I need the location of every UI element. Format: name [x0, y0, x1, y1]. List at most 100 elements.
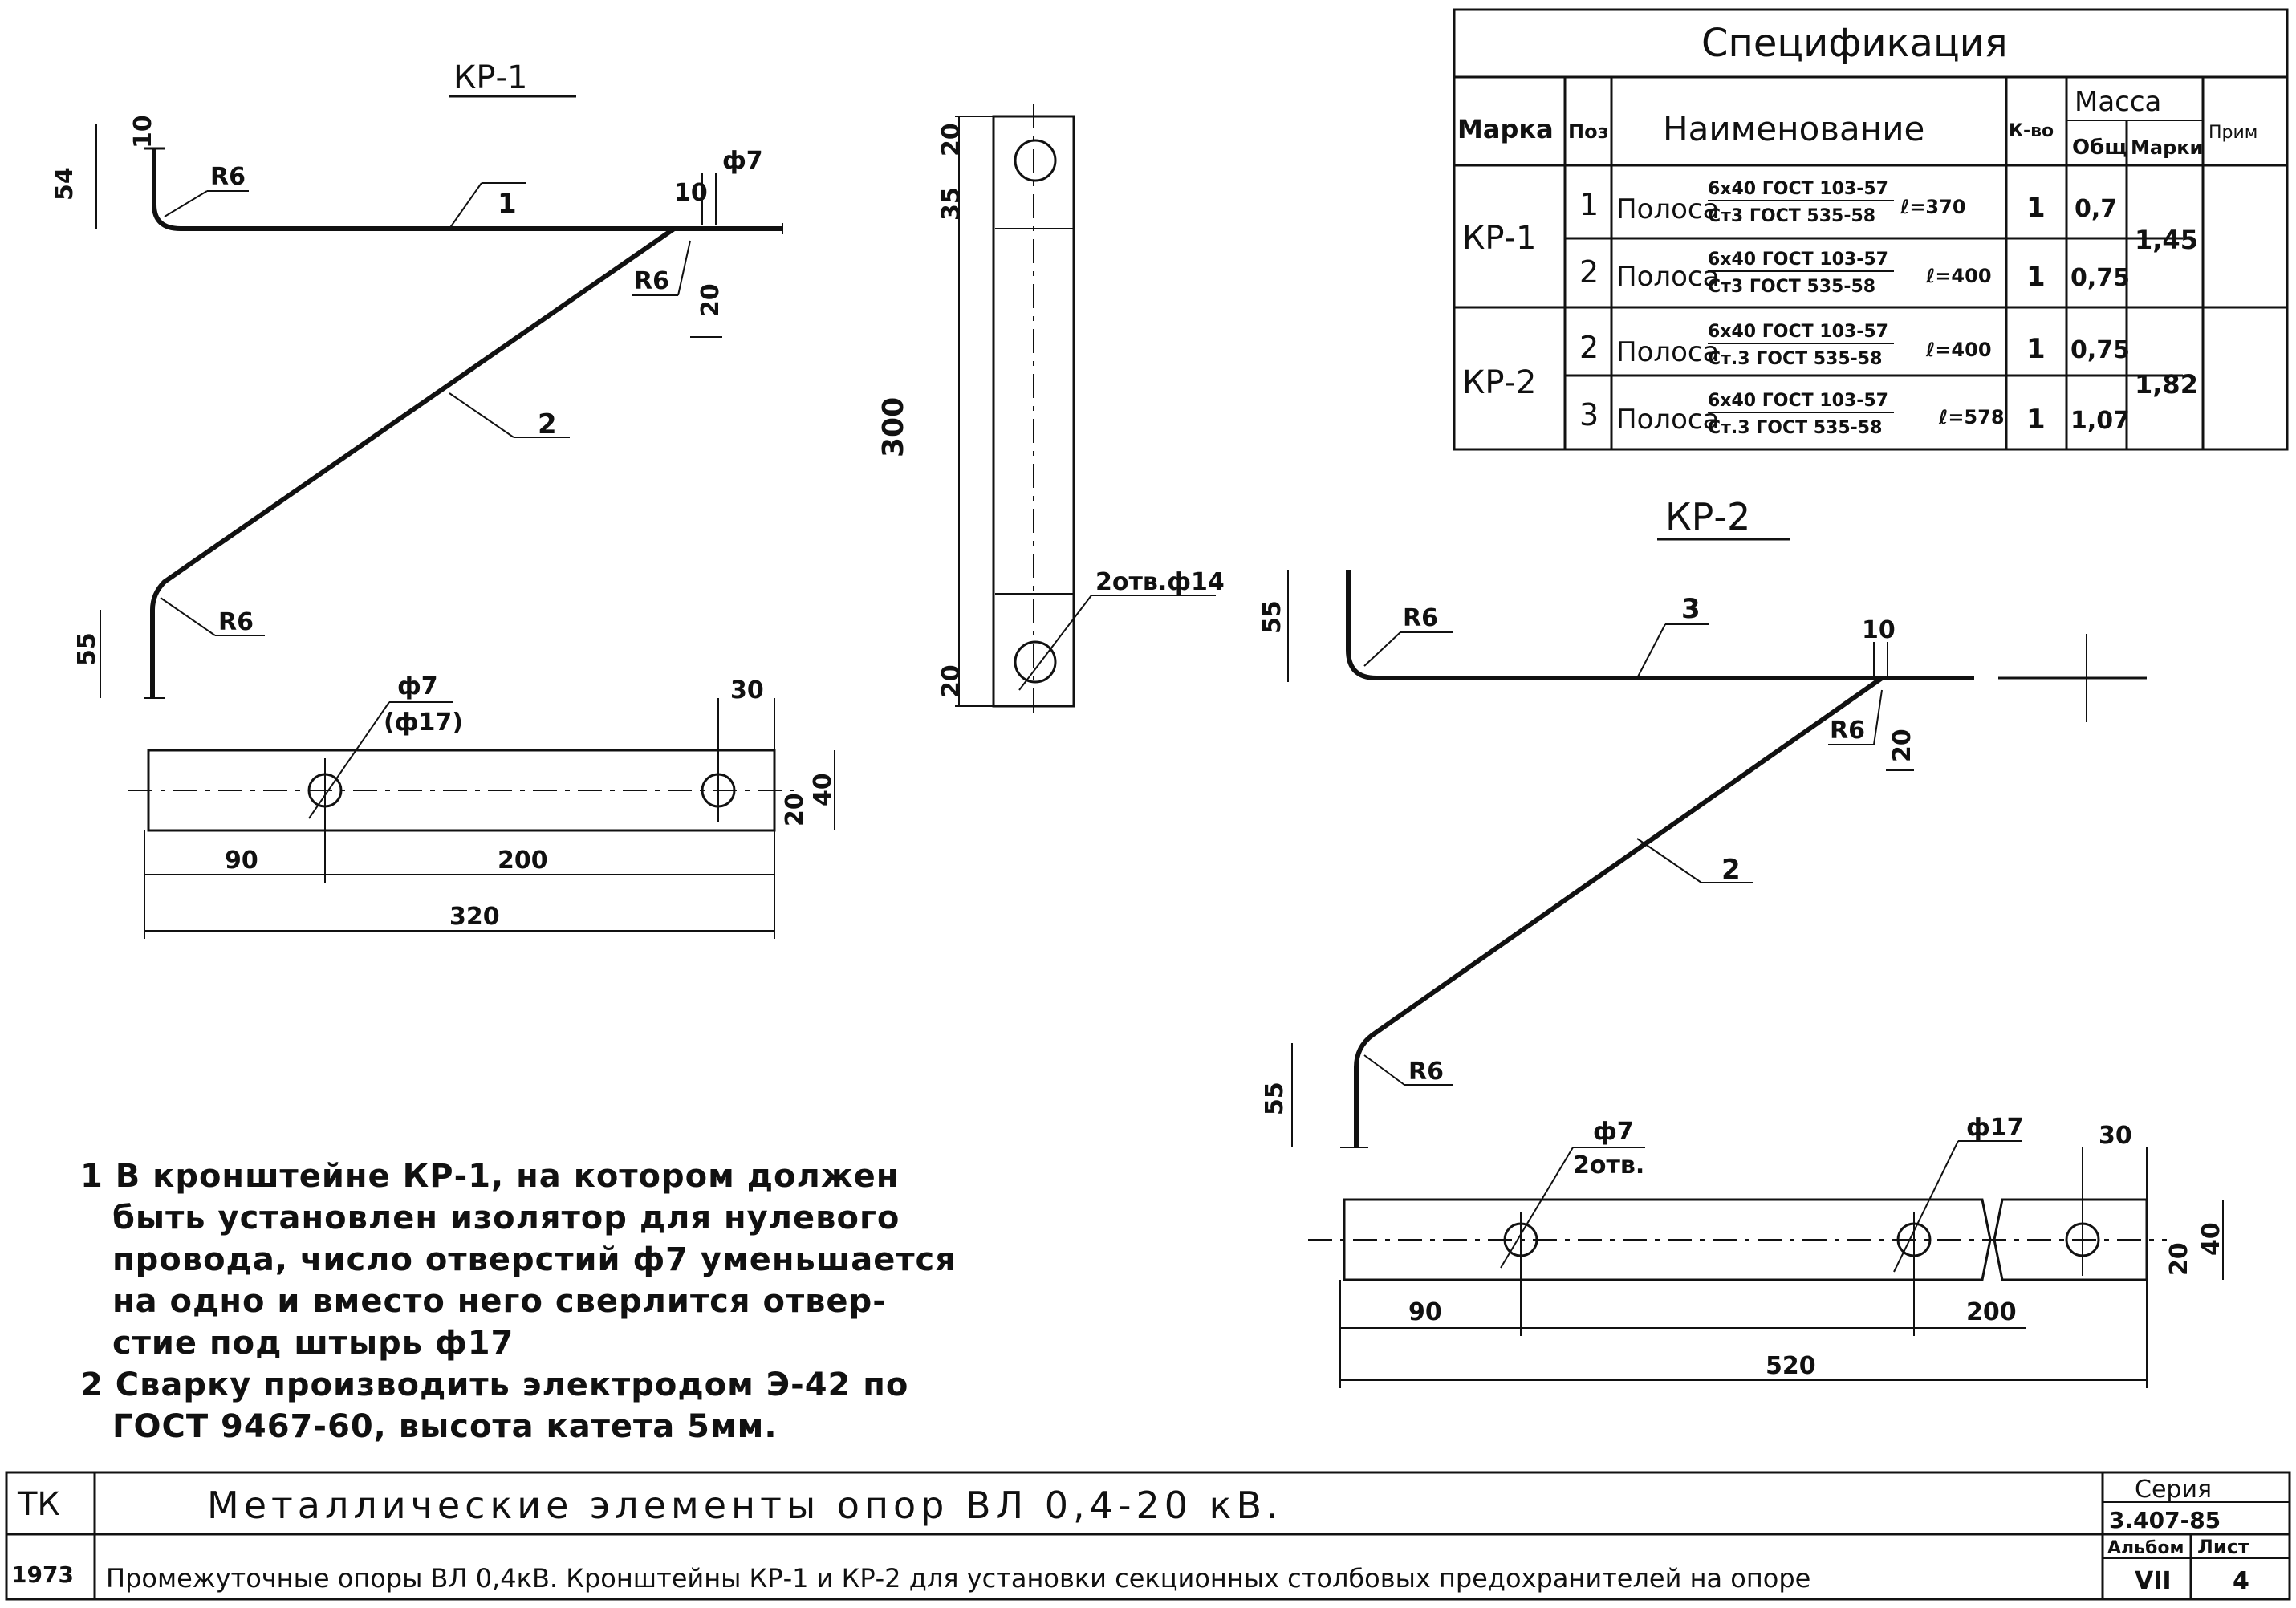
kr1-plan-dim-40: 40 [809, 773, 837, 806]
part2-front-view: 20 35 300 20 2отв.ф14 [877, 104, 1225, 718]
kr2-r6-bend: R6 [1830, 717, 1865, 745]
spec-row-poz: 2 [1579, 330, 1599, 365]
spec-header-poz: Поз [1568, 120, 1609, 143]
part2-two-holes-phi14: 2отв.ф14 [1095, 568, 1225, 596]
spec-row-total: 0,7 [2075, 195, 2117, 223]
stamp-sheet-label: Лист [2197, 1536, 2249, 1558]
spec-row-total: 0,75 [2070, 336, 2130, 364]
spec-row-name: Полоса [1616, 404, 1719, 436]
stamp-sheet: 4 [2233, 1567, 2249, 1595]
kr1-dim-20: 20 [697, 283, 725, 317]
note-line: ГОСТ 9467-60, высота катета 5мм. [112, 1408, 778, 1445]
kr2-side-view: КР-2 55 R6 3 10 R6 20 2 R6 55 [1258, 495, 2147, 1148]
kr2-plan-dim-520: 520 [1766, 1352, 1816, 1380]
notes-block: 1 В кронштейне КР-1, на котором должен б… [80, 1155, 957, 1448]
spec-row-fraction-bottom: Ст.3 ГОСТ 535-58 [1708, 418, 1882, 438]
note-line: быть установлен изолятор для нулевого [112, 1200, 900, 1236]
spec-row-length: ℓ=400 [1925, 339, 1992, 361]
spec-row: 1 Полоса 6х40 ГОСТ 103-57 Ст3 ГОСТ 535-5… [1579, 179, 2117, 226]
spec-row-length: ℓ=400 [1925, 265, 1992, 287]
spec-row-poz: 3 [1579, 397, 1599, 432]
kr2-plan-dim-30: 30 [2099, 1122, 2132, 1150]
kr1-plan-view: ф7 (ф17) 30 40 20 90 200 320 [128, 672, 837, 939]
spec-row-fraction-bottom: Ст3 ГОСТ 535-58 [1708, 206, 1875, 226]
kr1-r6-bend: R6 [634, 267, 669, 295]
kr1-plan-dim-320: 320 [449, 903, 500, 931]
kr1-plan-phi7: ф7 [397, 672, 438, 700]
kr2-plan-phi17: ф17 [1966, 1114, 2024, 1142]
kr2-dim-55-top: 55 [1258, 600, 1286, 634]
spec-row-qty: 1 [2026, 333, 2046, 365]
spec-title: Спецификация [1701, 21, 2008, 66]
spec-header-qty: К-во [2009, 121, 2054, 141]
spec-row-length: ℓ=370 [1900, 196, 1966, 218]
stamp-subtitle: Промежуточные опоры ВЛ 0,4кВ. Кронштейны… [106, 1563, 1810, 1594]
stamp-title: Металлические элементы опор ВЛ 0,4-20 кВ… [207, 1484, 1283, 1527]
kr2-pos-2: 2 [1721, 854, 1741, 886]
kr2-plan-dim-20: 20 [2165, 1242, 2193, 1276]
spec-row-name: Полоса [1616, 193, 1719, 225]
specification-table: Спецификация Марка Поз Наименование К-во… [1453, 8, 2289, 451]
spec-row: 3 Полоса 6х40 ГОСТ 103-57 Ст.3 ГОСТ 535-… [1579, 391, 2130, 438]
kr1-title: КР-1 [453, 59, 527, 96]
kr2-plan-view: ф7 2отв. ф17 30 40 20 90 200 520 [1308, 1114, 2225, 1388]
kr1-plan-dim-30: 30 [730, 676, 764, 705]
stamp-album-label: Альбом [2107, 1538, 2184, 1558]
kr2-plan-phi7: ф7 [1593, 1118, 1634, 1146]
part2-dim-20-bottom: 20 [937, 664, 965, 698]
spec-marka-kr1: КР-1 [1462, 220, 1536, 257]
kr1-plan-dim-20: 20 [781, 793, 809, 826]
stamp-year: 1973 [11, 1561, 74, 1588]
note-line: провода, число отверстий ф7 уменьшается [112, 1241, 957, 1278]
dim-54: 54 [51, 167, 79, 201]
kr1-r6-bottom: R6 [218, 608, 254, 636]
spec-mark-mass-kr1: 1,45 [2135, 225, 2198, 255]
kr2-dim-20: 20 [1888, 729, 1916, 762]
spec-row-total: 1,07 [2070, 407, 2130, 435]
part2-dim-35: 35 [937, 187, 965, 221]
note-line: 1 В кронштейне КР-1, на котором должен [80, 1158, 900, 1195]
kr1-r6-top: R6 [210, 163, 246, 191]
spec-row-fraction-top: 6х40 ГОСТ 103-57 [1708, 250, 1888, 270]
spec-mark-mass-kr2: 1,82 [2135, 369, 2198, 400]
spec-row-poz: 2 [1579, 254, 1599, 290]
kr2-dim-55-bottom: 55 [1261, 1082, 1289, 1115]
kr2-pos-3: 3 [1681, 593, 1701, 625]
spec-row-fraction-top: 6х40 ГОСТ 103-57 [1708, 179, 1888, 199]
spec-header-mass: Масса [2075, 86, 2161, 118]
kr1-phi7: ф7 [722, 147, 763, 175]
kr2-r6-top: R6 [1403, 604, 1438, 632]
kr2-dim-10: 10 [1862, 616, 1896, 644]
spec-row-qty: 1 [2026, 261, 2046, 293]
kr2-plan-two-holes: 2отв. [1573, 1151, 1644, 1180]
spec-row-qty: 1 [2026, 192, 2046, 224]
spec-row-fraction-bottom: Ст.3 ГОСТ 535-58 [1708, 349, 1882, 369]
kr2-r6-bottom: R6 [1408, 1058, 1444, 1086]
stamp-tk: ТК [17, 1486, 60, 1523]
spec-row-total: 0,75 [2070, 264, 2130, 292]
spec-header-name: Наименование [1663, 109, 1924, 148]
stamp-album: VII [2135, 1567, 2172, 1595]
spec-header-marka: Марка [1457, 114, 1554, 144]
kr1-plan-dim-90: 90 [225, 847, 258, 875]
kr1-side-view: КР-1 54 10 R6 1 10 ф7 R6 20 2 R6 55 [51, 59, 783, 699]
note-line: стие под штырь ф17 [112, 1325, 514, 1362]
kr1-dim-55: 55 [73, 632, 101, 666]
title-block: ТК 1973 Металлические элементы опор ВЛ 0… [5, 1471, 2291, 1601]
kr2-title: КР-2 [1665, 495, 1750, 538]
kr1-pos-1: 1 [498, 188, 517, 220]
part2-dim-20-top: 20 [937, 123, 965, 156]
spec-header-note: Прим [2209, 123, 2257, 143]
kr1-plan-dim-200: 200 [498, 847, 548, 875]
kr2-plan-dim-200: 200 [1966, 1298, 2017, 1326]
spec-header-mark: Марки [2131, 136, 2203, 159]
part2-dim-300: 300 [877, 397, 910, 457]
spec-row-length: ℓ=578 [1938, 406, 2005, 428]
spec-row-name: Полоса [1616, 336, 1719, 368]
spec-row: 2 Полоса 6х40 ГОСТ 103-57 Ст3 ГОСТ 535-5… [1579, 250, 2130, 297]
spec-row-poz: 1 [1579, 187, 1599, 222]
kr2-plan-dim-90: 90 [1408, 1298, 1442, 1326]
spec-row: 2 Полоса 6х40 ГОСТ 103-57 Ст.3 ГОСТ 535-… [1579, 322, 2130, 369]
stamp-series: 3.407-85 [2109, 1507, 2221, 1533]
